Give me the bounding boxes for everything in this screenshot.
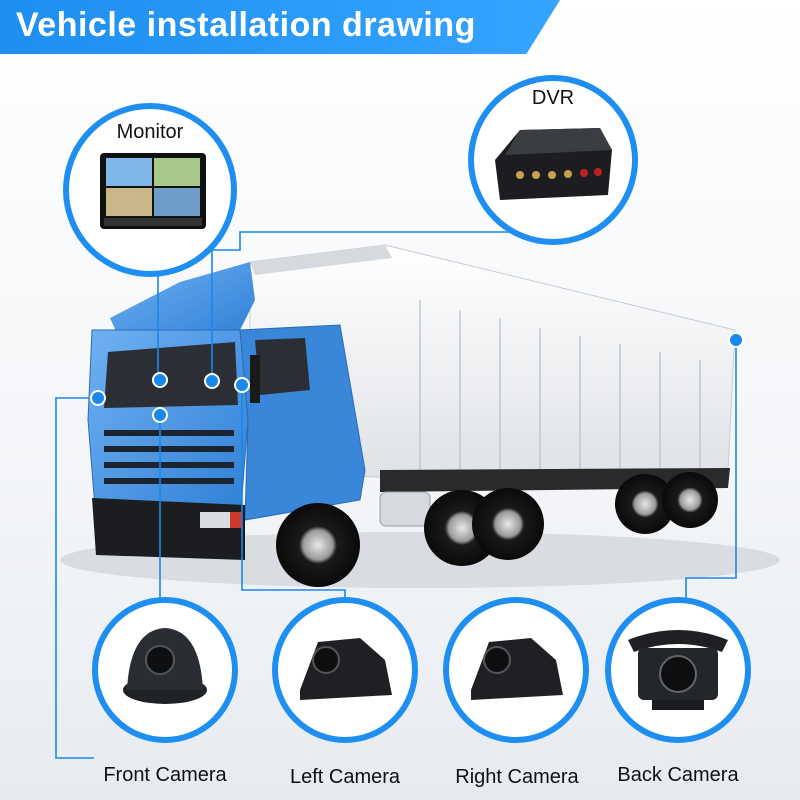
- dvr-device-top: [505, 128, 612, 155]
- back-camera-callout: [605, 597, 751, 743]
- back-camera-bracket: [652, 700, 704, 710]
- truck-illustration: [60, 244, 780, 588]
- left-mount-dot: [234, 377, 250, 393]
- right-camera-lens: [483, 646, 511, 674]
- left-camera-lens: [312, 646, 340, 674]
- left-camera-label: Left Camera: [289, 766, 401, 788]
- dvr-mount-dot: [204, 373, 220, 389]
- front-camera-label: Front Camera: [103, 764, 227, 786]
- monitor-bezel-bottom: [104, 218, 202, 226]
- headlight: [200, 512, 230, 528]
- truck-wheels: [276, 472, 718, 587]
- mount-points: [90, 332, 744, 423]
- monitor-quad-2: [154, 158, 200, 186]
- left-camera-callout: [272, 597, 418, 743]
- back-camera-visor: [628, 630, 728, 652]
- cab-mirror: [250, 355, 260, 403]
- monitor-quad-1: [106, 158, 152, 186]
- monitor-quad-4: [154, 188, 200, 216]
- front-mount-dot: [90, 390, 106, 406]
- back-camera-lens: [659, 655, 697, 693]
- monitor-label: Monitor: [116, 121, 184, 143]
- cab-side-window: [255, 338, 310, 395]
- trailer-roof-edge: [250, 245, 392, 275]
- indicator-light: [230, 512, 242, 528]
- right-camera-label: Right Camera: [455, 766, 579, 788]
- monitor-mount-dot: [152, 372, 168, 388]
- cab-roof: [110, 262, 255, 340]
- cab-grille: [104, 430, 234, 484]
- back-mount-dot: [728, 332, 744, 348]
- monitor-callout: [63, 103, 237, 277]
- back-camera-label: Back Camera: [617, 764, 739, 786]
- title-banner: [0, 0, 560, 54]
- trailer-curtain-folds: [419, 300, 701, 472]
- dvr-ports: [516, 168, 602, 179]
- fuel-tank: [379, 491, 431, 527]
- monitor-quad-3: [106, 188, 152, 216]
- dvr-label: DVR: [531, 87, 575, 109]
- right-camera-callout: [443, 597, 589, 743]
- cab-bumper: [92, 498, 245, 560]
- page-title: Vehicle installation drawing: [16, 6, 476, 44]
- cab-windshield: [104, 342, 238, 408]
- front-camera-mount-dot: [152, 407, 168, 423]
- dvr-callout: [468, 75, 638, 245]
- front-camera-callout: [92, 597, 238, 743]
- front-camera-lens: [145, 645, 175, 675]
